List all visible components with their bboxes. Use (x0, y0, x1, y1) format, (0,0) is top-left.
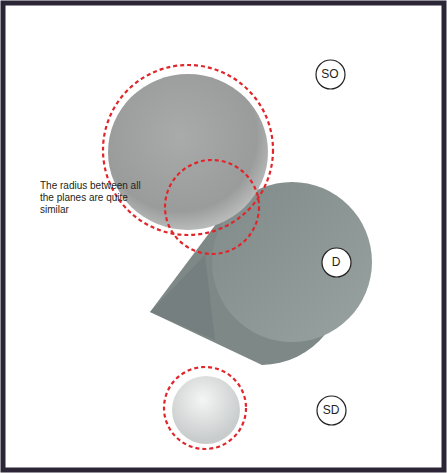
radius-circle (165, 160, 259, 254)
sd-stone (172, 376, 240, 444)
callout-label: SO (321, 67, 338, 81)
d-stone-shade (150, 255, 215, 340)
callout-circle: SO (315, 59, 346, 90)
callout-label: SD (323, 403, 340, 417)
callout-circle: SD (316, 395, 347, 426)
radius-circle (164, 367, 246, 449)
callout-circle: D (321, 247, 352, 278)
callout-label: D (332, 255, 341, 269)
radius-circle (103, 65, 273, 235)
frame (3, 3, 444, 470)
note-text: The radius between all the planes are qu… (40, 180, 152, 216)
so-stone (108, 74, 268, 230)
